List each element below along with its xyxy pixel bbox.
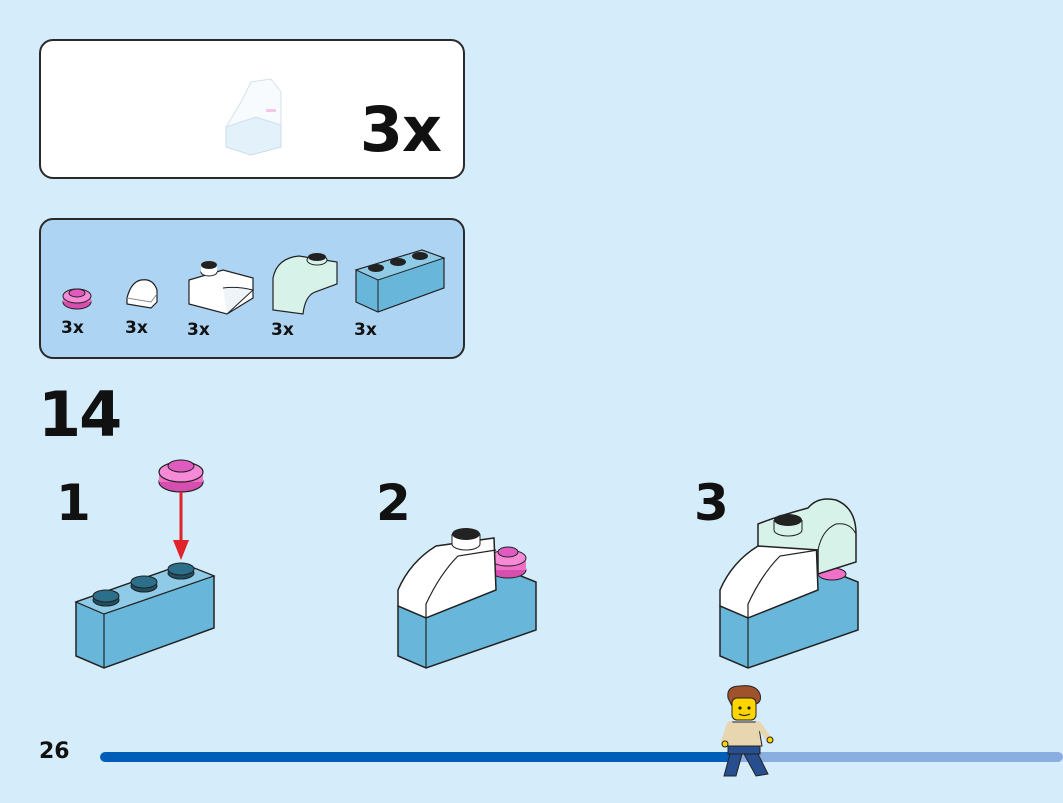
- substep-1-illustration: [74, 459, 216, 669]
- blue-1x3-brick-icon: [354, 249, 446, 313]
- part-mint-curved-slope: 3x: [271, 248, 341, 340]
- part-qty: 3x: [61, 318, 84, 338]
- substep-number: 3: [694, 474, 729, 532]
- white-inverted-slope-icon: [188, 261, 255, 315]
- substep-number: 1: [56, 474, 91, 532]
- pink-round-plate-icon: [62, 288, 92, 310]
- submodel-callout: 3x: [39, 39, 465, 179]
- part-qty: 3x: [125, 318, 148, 338]
- part-qty: 3x: [271, 320, 294, 340]
- part-white-inverted-slope: 3x: [187, 258, 255, 340]
- submodel-multiplier: 3x: [359, 93, 442, 166]
- part-white-curved-tile: 3x: [125, 274, 159, 338]
- progress-bar: [100, 752, 1063, 762]
- part-pink-round-plate: 3x: [61, 284, 93, 338]
- substep-3-illustration: [719, 498, 859, 669]
- part-qty: 3x: [187, 320, 210, 340]
- parts-list: 3x 3x 3x 3x: [39, 218, 465, 359]
- minifigure-progress-marker-icon: [721, 685, 774, 777]
- part-qty: 3x: [354, 320, 377, 340]
- substep-number: 2: [376, 474, 411, 532]
- step-number: 14: [38, 378, 122, 451]
- submodel-preview-icon: [224, 78, 282, 156]
- progress-fill: [100, 752, 736, 762]
- white-curved-tile-icon: [126, 279, 158, 309]
- page-number: 26: [39, 739, 70, 764]
- part-blue-1x3-brick: 3x: [354, 242, 446, 340]
- substep-2-illustration: [397, 528, 537, 669]
- mint-curved-slope-icon: [272, 253, 338, 315]
